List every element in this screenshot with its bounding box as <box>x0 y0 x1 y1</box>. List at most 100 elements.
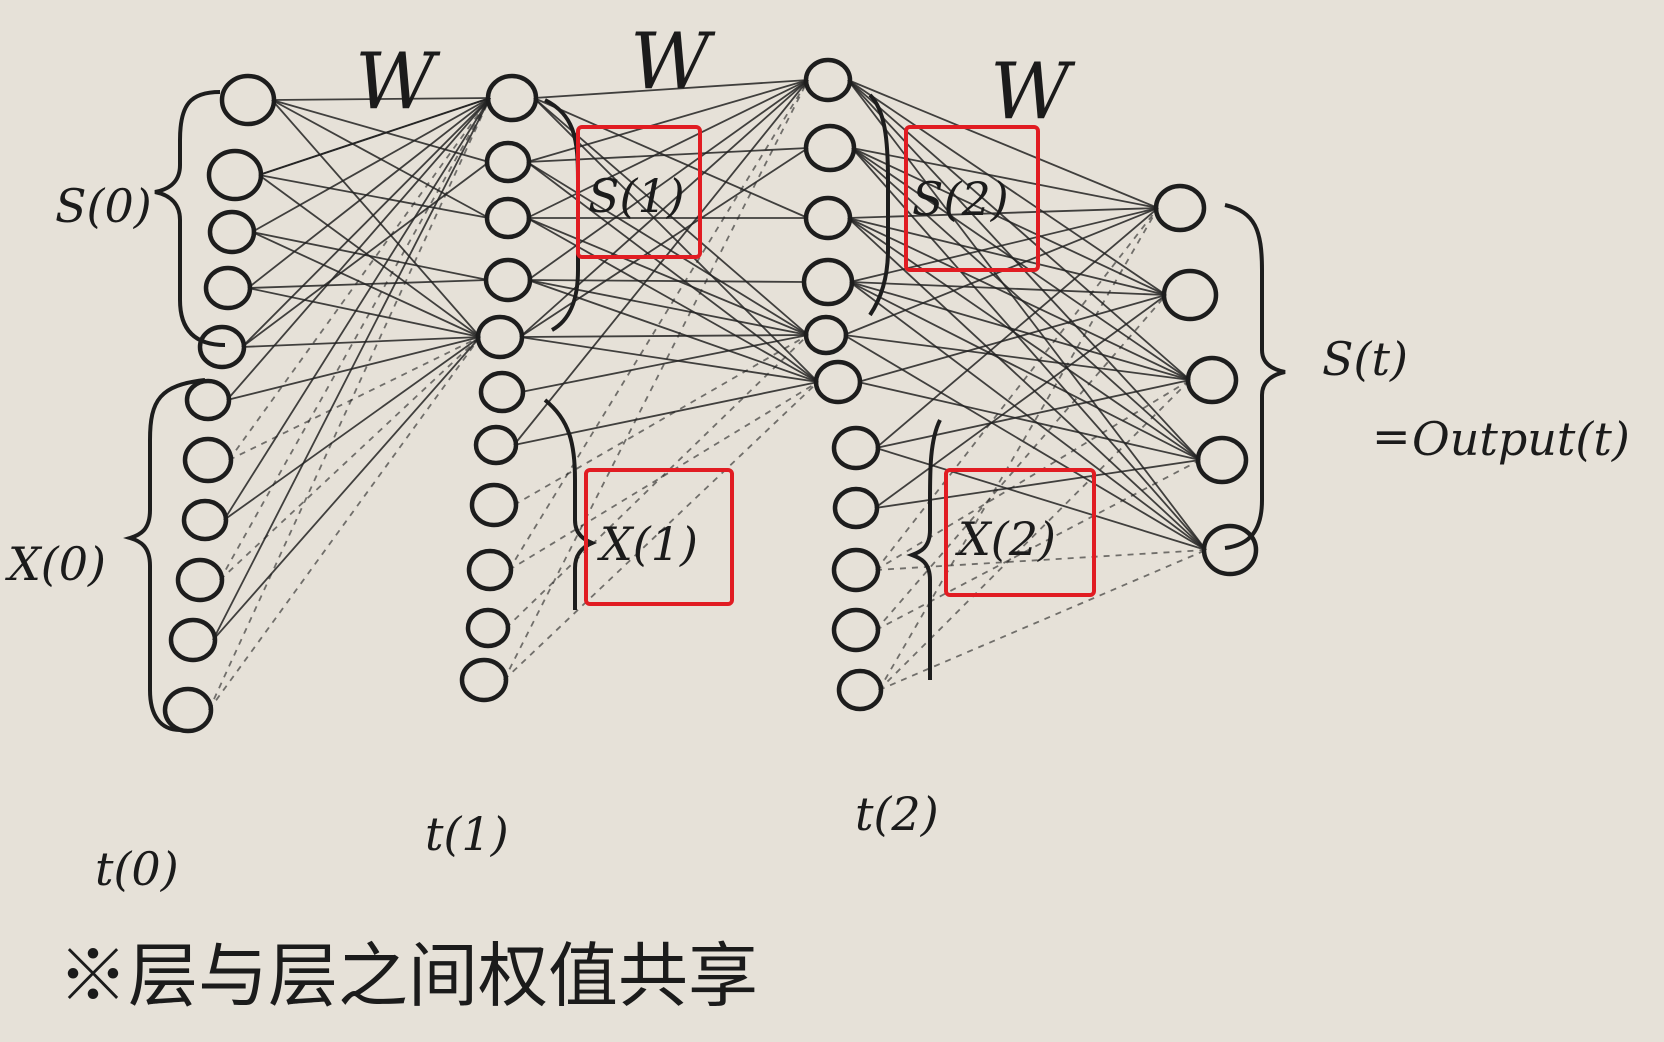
connection-edge <box>849 281 1167 296</box>
layer-t1-node <box>459 657 509 703</box>
connection-edge <box>847 79 1207 551</box>
connection-edge <box>847 207 1159 219</box>
weight-label-3: W <box>990 47 1076 137</box>
connection-edge <box>212 97 491 641</box>
connection-edge <box>851 147 1201 461</box>
layer-t0-node <box>175 557 225 603</box>
layer-t2-node <box>836 668 884 712</box>
connection-edge <box>503 381 819 681</box>
layer-t2-node <box>813 359 863 405</box>
connection-edge <box>271 97 491 101</box>
layer-t0-node <box>203 265 253 311</box>
connection-edge <box>505 334 809 629</box>
connection-edge <box>223 97 491 521</box>
connection-edge <box>271 99 490 219</box>
connection-edge <box>258 97 491 176</box>
connection-edge <box>208 97 491 711</box>
connection-edge <box>258 174 490 219</box>
connection-edge <box>241 161 490 348</box>
layer-t0-node <box>181 498 229 542</box>
connection-edge <box>847 217 1207 551</box>
x0-label: X(0) <box>5 537 106 591</box>
connection-edge <box>847 79 1167 296</box>
connection-edge <box>849 281 1191 381</box>
connection-edge <box>874 459 1201 509</box>
connection-edge <box>875 379 1191 449</box>
s0-brace <box>154 90 226 347</box>
connection-edge <box>513 79 809 446</box>
layer-t1-node <box>484 196 532 240</box>
connection-edges <box>208 79 1207 711</box>
connection-edge <box>526 217 809 336</box>
connection-edge <box>223 336 481 521</box>
neuron-nodes <box>162 57 1259 734</box>
connection-edge <box>247 97 491 289</box>
connection-edge <box>503 79 809 681</box>
layer-t1-node <box>485 73 539 123</box>
layer-t1-node <box>469 482 519 528</box>
x0-brace <box>123 378 206 732</box>
connection-edge <box>874 294 1167 509</box>
layer-t1-node <box>478 370 526 414</box>
layer-t2-node <box>803 123 857 173</box>
connection-edge <box>875 207 1159 571</box>
layer-t1-node <box>466 548 514 592</box>
t2-x-brace <box>906 419 942 680</box>
connection-edge <box>241 97 491 348</box>
layer-t1-node <box>475 314 525 360</box>
connection-edge <box>251 97 491 233</box>
layer-output-node <box>1185 355 1239 405</box>
connection-edge <box>847 79 1159 209</box>
layer-t0-node <box>162 686 214 734</box>
connection-edge <box>875 207 1159 449</box>
connection-edge <box>843 334 1207 551</box>
connection-edge <box>875 294 1167 631</box>
connection-edge <box>527 279 807 283</box>
layer-t2-node <box>831 607 881 653</box>
connection-edge <box>513 381 819 446</box>
connection-edge <box>851 147 1167 296</box>
connection-edge <box>247 287 481 338</box>
connection-edge <box>219 97 491 581</box>
connection-edge <box>520 334 809 393</box>
connection-edge <box>847 217 1167 296</box>
st-label: S(t) <box>1322 332 1408 386</box>
connection-edge <box>226 336 481 401</box>
connection-edge <box>851 147 1159 209</box>
connection-edge <box>851 147 1207 551</box>
connection-edge <box>247 279 489 289</box>
connection-edge <box>228 97 491 461</box>
layer-t2-node <box>803 195 853 241</box>
layer-t1-node <box>465 607 511 649</box>
time-label-0: t(0) <box>95 842 179 896</box>
layer-t0-node <box>207 209 257 255</box>
st-brace <box>1224 203 1286 550</box>
layer-t1-node <box>484 140 532 184</box>
output-label: Output(t) <box>1412 412 1630 466</box>
s1-label: S(1) <box>588 169 685 223</box>
connection-edge <box>857 294 1167 383</box>
layer-t0-node <box>219 73 277 127</box>
layer-t2-node <box>831 547 881 593</box>
t2-s-brace <box>868 93 890 317</box>
connection-edge <box>526 79 809 163</box>
connection-edge <box>271 99 481 338</box>
connection-edge <box>526 161 819 383</box>
layer-t2-node <box>803 314 849 356</box>
s2-highlight-box <box>904 125 1040 272</box>
connection-edge <box>527 79 809 281</box>
weight-label-1: W <box>355 37 441 127</box>
layer-output-node <box>1161 268 1219 322</box>
s2-label: S(2) <box>912 172 1009 226</box>
connection-edge <box>526 161 809 336</box>
connection-edge <box>843 334 1191 381</box>
x2-highlight-box <box>944 468 1096 597</box>
connection-edge <box>519 147 809 338</box>
connection-edge <box>228 336 481 461</box>
layer-t0-node <box>182 436 234 484</box>
connection-edge <box>857 381 1201 461</box>
connection-edge <box>526 147 809 163</box>
layer-t2-node <box>831 425 881 471</box>
